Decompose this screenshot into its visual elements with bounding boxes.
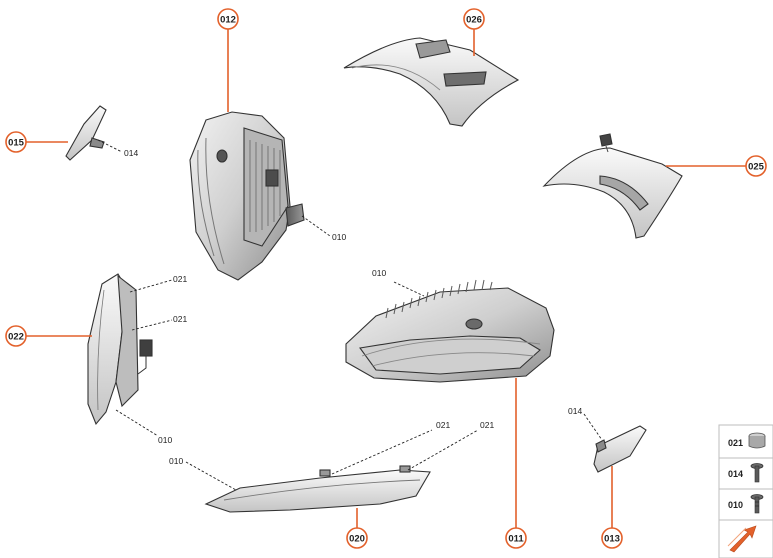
callout-012[interactable]: 012 <box>217 8 239 30</box>
bolt-icon <box>750 494 764 514</box>
label-021-d: 021 <box>480 420 494 430</box>
callout-013[interactable]: 013 <box>601 527 623 549</box>
callout-text: 025 <box>748 162 765 173</box>
heatsink-fins-011 <box>385 279 493 319</box>
part-011-led-housing[interactable] <box>345 279 555 383</box>
callout-text: 013 <box>604 534 620 545</box>
screw-icon <box>750 463 764 483</box>
callout-026[interactable]: 026 <box>463 8 485 30</box>
fastener-legend: 021 014 010 <box>718 424 773 558</box>
part-015-small-lens[interactable] <box>65 105 107 161</box>
callout-text: 011 <box>508 534 524 545</box>
label-014-top: 014 <box>124 148 138 158</box>
callout-text: 015 <box>8 138 25 149</box>
callout-025[interactable]: 025 <box>745 155 767 177</box>
callout-011[interactable]: 011 <box>505 527 527 549</box>
leader-lines <box>25 29 746 528</box>
legend-code: 014 <box>728 469 743 479</box>
label-010-mid: 010 <box>372 268 386 278</box>
label-021-c: 021 <box>436 420 450 430</box>
part-013-small-lens[interactable] <box>593 425 647 473</box>
callout-text: 012 <box>220 15 236 26</box>
part-020-lower-strip[interactable] <box>204 465 431 513</box>
legend-code: 021 <box>728 438 743 448</box>
pointer-lines <box>97 139 603 491</box>
label-010-bottom: 010 <box>169 456 183 466</box>
part-025-side-trim[interactable] <box>542 133 683 239</box>
callout-text: 026 <box>466 15 482 26</box>
arrow-icon[interactable] <box>727 525 757 553</box>
callout-015[interactable]: 015 <box>5 131 27 153</box>
legend-row-010[interactable]: 010 <box>728 494 764 514</box>
callout-text: 020 <box>349 534 365 545</box>
label-014-right: 014 <box>568 406 582 416</box>
part-026-curved-trim[interactable] <box>343 37 520 127</box>
callout-text: 022 <box>8 332 24 343</box>
legend-code: 010 <box>728 500 743 510</box>
nut-icon <box>748 432 766 449</box>
part-012-headlamp-housing[interactable] <box>189 111 305 281</box>
legend-row-014[interactable]: 014 <box>728 463 764 483</box>
label-010-left: 010 <box>158 435 172 445</box>
label-021-b: 021 <box>173 314 187 324</box>
legend-row-021[interactable]: 021 <box>728 432 766 449</box>
label-021-a: 021 <box>173 274 187 284</box>
label-010-upper: 010 <box>332 232 346 242</box>
callout-022[interactable]: 022 <box>5 325 27 347</box>
part-022-outer-lens[interactable] <box>87 273 153 426</box>
callout-020[interactable]: 020 <box>346 527 368 549</box>
